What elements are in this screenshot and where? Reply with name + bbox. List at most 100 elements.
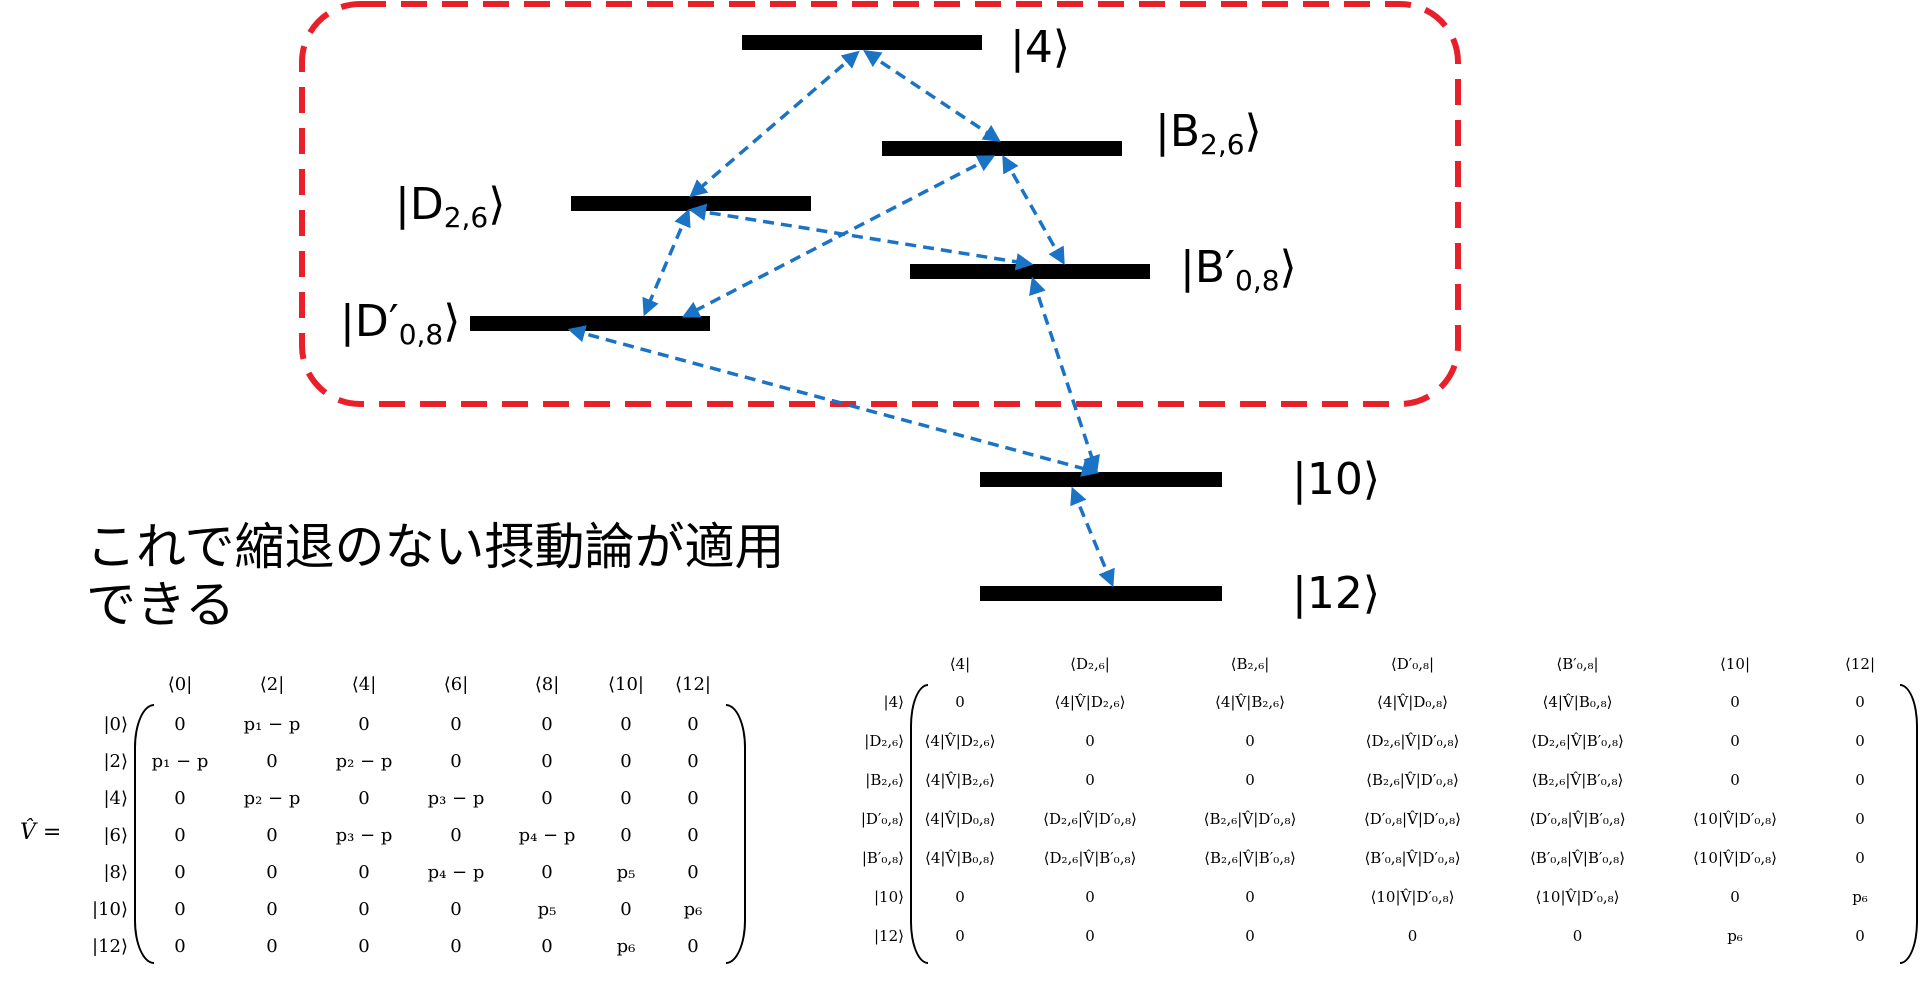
- matrix-row-label: |B₂,₆⟩: [865, 770, 904, 789]
- matrix-cell: 0: [1245, 731, 1255, 750]
- matrix-row-label: |0⟩: [103, 714, 128, 735]
- matrix-cell: ⟨4|V̂|B₂,₆⟩: [924, 770, 995, 789]
- matrix-col-header: ⟨B₂,₆|: [1230, 655, 1270, 673]
- matrix-col-header: ⟨B′₀,₈|: [1556, 655, 1599, 673]
- level-label-d26: |D2,6⟩: [395, 179, 505, 234]
- matrix-col-header: ⟨4|: [351, 673, 377, 695]
- matrix-row-label: |D₂,₆⟩: [864, 731, 904, 750]
- level-bar-d26: [571, 196, 811, 211]
- matrix-col-header: ⟨8|: [534, 673, 560, 695]
- matrix-cell: ⟨B₂,₆|V̂|B′₀,₈⟩: [1531, 770, 1624, 789]
- matrix-cell: p₃ − p: [427, 788, 485, 809]
- matrix-col-header: ⟨10|: [608, 673, 644, 695]
- level-bar-bp08: [910, 264, 1150, 279]
- matrix-cell: 0: [174, 825, 186, 846]
- matrix-cell: 0: [955, 887, 965, 906]
- coupling-arrow-4-b26: [863, 50, 1001, 142]
- matrix-cell: 0: [1085, 731, 1095, 750]
- matrix-cell: 0: [1855, 809, 1865, 828]
- matrix-row-label: |12⟩: [874, 926, 904, 945]
- matrix-row: |B′₀,₈⟩ ⟨4|V̂|B₀,₈⟩ ⟨D₂,₆|V̂|B′₀,₈⟩ ⟨B₂,₆|V…: [838, 838, 1910, 877]
- matrix-row-label: |B′₀,₈⟩: [861, 848, 904, 867]
- matrix-cell: 0: [1855, 926, 1865, 945]
- matrix-col-header: ⟨4|: [949, 655, 971, 673]
- matrix-col-header: ⟨2|: [259, 673, 285, 695]
- matrix-cell: ⟨4|V̂|D₂,₆⟩: [1054, 692, 1126, 711]
- matrix-corner: [838, 646, 910, 682]
- matrix-cell: 0: [266, 862, 278, 883]
- matrix-cell: 0: [358, 936, 370, 957]
- matrix-cell: p₂ − p: [243, 788, 301, 809]
- matrix-cell: 0: [1730, 770, 1740, 789]
- matrix-cell: 0: [174, 936, 186, 957]
- matrix-row: |4⟩0⟨4|V̂|D₂,₆⟩⟨4|V̂|B₂,₆⟩⟨4|V̂|D₀,₈⟩⟨4|…: [838, 682, 1910, 721]
- matrix-cell: 0: [174, 788, 186, 809]
- matrix-cell: ⟨4|V̂|D₀,₈⟩: [1376, 692, 1448, 711]
- matrix-cell: ⟨4|V̂|D₂,₆⟩: [924, 731, 996, 750]
- matrix-cell: 0: [358, 788, 370, 809]
- matrix-row-label: |2⟩: [103, 751, 128, 772]
- level-label-dp08: |D′0,8⟩: [340, 296, 460, 351]
- matrix-col-header: ⟨6|: [443, 673, 469, 695]
- coupling-arrow-d26-bp08: [688, 203, 1034, 271]
- matrix-row-label: |4⟩: [103, 788, 128, 809]
- matrix-cell: 0: [450, 714, 462, 735]
- coupling-arrow-bp08-10: [1029, 276, 1100, 474]
- matrix-cell: ⟨D′₀,₈|V̂|D′₀,₈⟩: [1363, 809, 1462, 828]
- matrix-cell: 0: [1085, 770, 1095, 789]
- matrix-cell: 0: [1245, 887, 1255, 906]
- matrix-cell: ⟨4|V̂|B₂,₆⟩: [1214, 692, 1285, 711]
- matrix-cell: 0: [450, 751, 462, 772]
- matrix-cell: p₅: [537, 899, 557, 920]
- matrix-cell: ⟨10|V̂|D′₀,₈⟩: [1535, 887, 1620, 906]
- matrix-cell: 0: [1730, 692, 1740, 711]
- matrix-cell: ⟨D₂,₆|V̂|B′₀,₈⟩: [1043, 848, 1137, 867]
- matrix-cell: ⟨D₂,₆|V̂|B′₀,₈⟩: [1531, 731, 1624, 750]
- matrix-cell: 0: [620, 714, 632, 735]
- matrix-cell: ⟨10|V̂|D′₀,₈⟩: [1693, 848, 1777, 867]
- matrix-cell: p₄ − p: [518, 825, 576, 846]
- matrix-left-lhs: V̂ =: [20, 820, 62, 845]
- matrix-row: |D′₀,₈⟩ ⟨4|V̂|D₀,₈⟩ ⟨D₂,₆|V̂|D′₀,₈⟩ ⟨B₂,₆|V…: [838, 799, 1910, 838]
- matrix-cell: 0: [358, 899, 370, 920]
- matrix-row-label: |10⟩: [874, 887, 904, 906]
- matrix-cell: ⟨4|V̂|D₀,₈⟩: [924, 809, 996, 828]
- matrix-cell: 0: [450, 825, 462, 846]
- matrix-cell: ⟨4|V̂|B₀,₈⟩: [924, 848, 995, 867]
- matrix-col-header: ⟨0|: [167, 673, 193, 695]
- matrix-cell: 0: [541, 714, 553, 735]
- matrix-cell: ⟨B₂,₆|V̂|B′₀,₈⟩: [1204, 848, 1296, 867]
- note-line-2: できる: [86, 576, 235, 634]
- matrix-cell: p₆: [683, 899, 703, 920]
- matrix-cell: 0: [1730, 731, 1740, 750]
- matrix-cell: p₆: [1852, 887, 1868, 906]
- matrix-cell: 0: [358, 862, 370, 883]
- matrix-cell: ⟨D₂,₆|V̂|D′₀,₈⟩: [1043, 809, 1137, 828]
- matrix-corner: [64, 662, 134, 706]
- matrix-cell: 0: [174, 714, 186, 735]
- coupling-arrow-d26-dp08: [642, 208, 691, 317]
- matrix-cell: 0: [1855, 692, 1865, 711]
- matrix-cell: 0: [687, 825, 699, 846]
- matrix-row-label: |D′₀,₈⟩: [860, 809, 904, 828]
- matrix-row-label: |4⟩: [883, 692, 904, 711]
- matrix-cell: ⟨10|V̂|D′₀,₈⟩: [1370, 887, 1455, 906]
- matrix-cell: p₁ − p: [151, 751, 209, 772]
- matrix-cell: ⟨D₂,₆|V̂|D′₀,₈⟩: [1365, 731, 1460, 750]
- level-bar-12: [980, 586, 1222, 601]
- matrix-cell: 0: [266, 936, 278, 957]
- coupling-arrow-b26-bp08: [1002, 154, 1065, 266]
- matrix-cell: 0: [1730, 887, 1740, 906]
- matrix-cell: 0: [1855, 731, 1865, 750]
- matrix-cell: ⟨B₂,₆|V̂|D′₀,₈⟩: [1203, 809, 1297, 828]
- matrix-left-close-paren: [726, 704, 746, 964]
- matrix-col-header: ⟨12|: [1845, 655, 1875, 673]
- matrix-cell: 0: [687, 862, 699, 883]
- matrix-cell: p₁ − p: [243, 714, 301, 735]
